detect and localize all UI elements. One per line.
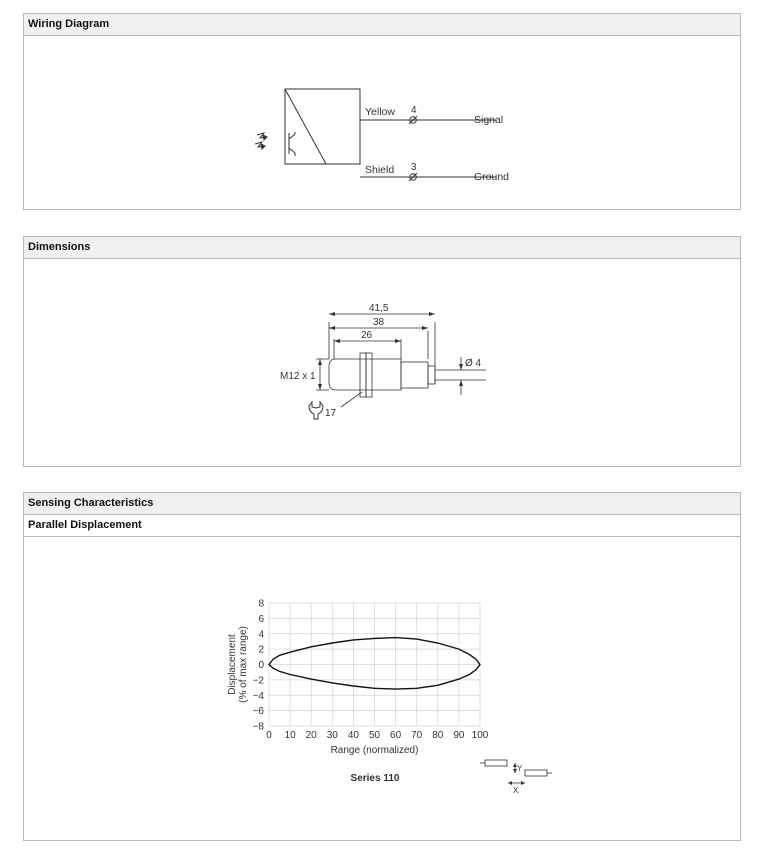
- displacement-envelope-line: [268, 636, 481, 690]
- terminal-3-icon: [408, 172, 418, 182]
- wrench-icon: [308, 400, 324, 420]
- inset-y-label: Y: [517, 764, 523, 773]
- y-tick-label: −2: [253, 675, 265, 686]
- x-tick-label: 40: [348, 730, 360, 741]
- wiring-diagram-title: Wiring Diagram: [24, 14, 740, 36]
- wiring-diagram-svg: Yellow 4 Signal Shield 3 Ground: [254, 88, 509, 183]
- dimensions-svg: 41,5 38 26 M12 x 1 Ø 4 17: [280, 303, 486, 420]
- dim-thread-length: 26: [361, 330, 373, 341]
- wiring-diagram-body: Yellow 4 Signal Shield 3 Ground: [24, 36, 740, 210]
- wire-pin-4: 4: [411, 105, 417, 116]
- x-tick-label: 0: [266, 730, 272, 741]
- sensor-box: [284, 88, 361, 165]
- wire-shield-label: Shield: [365, 164, 394, 176]
- dim-cable-diameter: Ø 4: [465, 358, 482, 369]
- dim-wrench-size: 17: [325, 408, 337, 419]
- terminal-4-icon: [408, 115, 418, 125]
- dim-body-length: 38: [373, 317, 385, 328]
- dimensions-panel: Dimensions: [23, 236, 741, 467]
- sensor-diagonal: [284, 88, 327, 165]
- inset-x-label: X: [513, 786, 519, 795]
- x-tick-label: 10: [285, 730, 297, 741]
- dimensions-title: Dimensions: [24, 237, 740, 259]
- y-tick-label: −6: [253, 706, 265, 717]
- ground-label: Ground: [474, 171, 509, 183]
- chart-y-label: Displacement: [227, 634, 238, 695]
- wire-yellow-label: Yellow: [365, 106, 395, 118]
- chart-y-label-units: (% of max range): [238, 626, 249, 703]
- x-tick-label: 30: [327, 730, 339, 741]
- chart-grid: [268, 602, 481, 727]
- y-tick-label: 6: [258, 614, 264, 625]
- y-tick-label: 8: [258, 599, 264, 610]
- x-tick-label: 70: [411, 730, 423, 741]
- chart-x-label: Range (normalized): [331, 745, 419, 756]
- y-tick-label: 0: [258, 660, 264, 671]
- wiring-diagram-panel: Wiring Diagram Yellow: [23, 13, 741, 210]
- x-tick-label: 100: [472, 730, 489, 741]
- sensing-panel: Sensing Characteristics Parallel Displac…: [23, 492, 741, 841]
- x-tick-label: 20: [306, 730, 318, 741]
- signal-label: Signal: [474, 114, 503, 126]
- sensor-offset-inset-icon: [480, 759, 552, 784]
- parallel-displacement-title: Parallel Displacement: [24, 515, 740, 537]
- phototransistor-icon: [288, 132, 296, 156]
- y-tick-label: −4: [253, 691, 265, 702]
- x-tick-label: 80: [432, 730, 444, 741]
- light-arrows-icon: [254, 132, 268, 151]
- x-tick-label: 90: [453, 730, 465, 741]
- wire-pin-3: 3: [411, 162, 417, 173]
- x-tick-label: 50: [369, 730, 381, 741]
- x-tick-label: 60: [390, 730, 402, 741]
- series-label: Series 110: [351, 773, 400, 784]
- dimensions-body: 41,5 38 26 M12 x 1 Ø 4 17: [24, 259, 740, 467]
- y-tick-label: 4: [258, 629, 264, 640]
- y-tick-label: 2: [258, 645, 264, 656]
- dim-thread-spec: M12 x 1: [280, 371, 316, 382]
- y-tick-label: −8: [253, 722, 265, 733]
- sensing-title: Sensing Characteristics: [24, 493, 740, 515]
- dim-overall-length: 41,5: [369, 303, 389, 314]
